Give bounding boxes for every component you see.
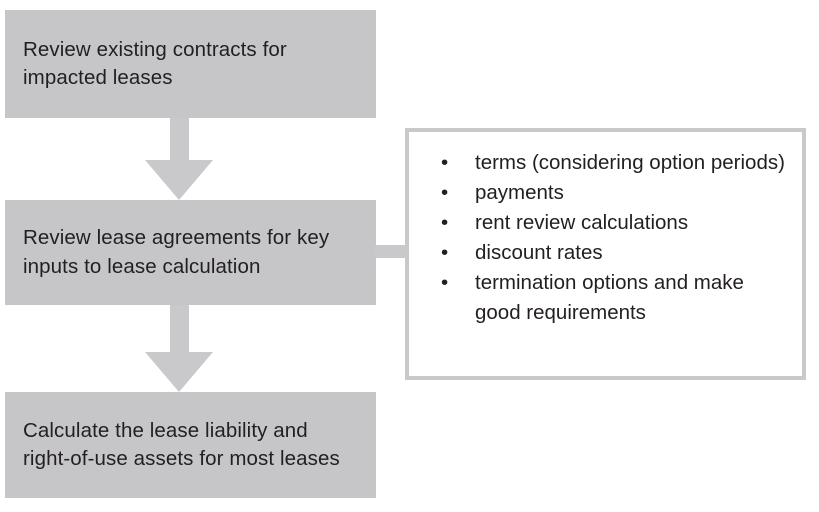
bullet-point-icon: •	[441, 151, 449, 174]
bullet-point-icon: •	[441, 211, 449, 235]
detail-bullet-item: • rent review calculations	[427, 208, 792, 237]
process-step-label-1: Review existing contracts for impacted l…	[23, 37, 287, 89]
process-step-label-3: Calculate the lease liability and right-…	[23, 418, 340, 470]
arrow-down-icon-1	[145, 118, 213, 200]
connector-line-horizontal	[374, 245, 407, 258]
detail-bullet-item: • discount rates	[427, 238, 792, 267]
arrow-down-icon-2	[145, 305, 213, 392]
detail-bullet-label: payments	[475, 181, 564, 205]
detail-bullet-item: • termination options and make good requi…	[427, 268, 792, 326]
detail-callout-box: • terms (considering option periods) • paym…	[405, 128, 806, 380]
detail-bullet-label: termination options and make good requir…	[475, 271, 744, 324]
detail-bullet-list: • terms (considering option periods) • paym…	[427, 148, 792, 327]
bullet-point-icon: •	[441, 181, 449, 205]
detail-bullet-label: terms (considering option periods)	[475, 151, 785, 174]
process-step-label-2: Review lease agreements for key inputs t…	[23, 226, 330, 278]
detail-bullet-item: • terms (considering option periods)	[427, 148, 792, 177]
detail-bullet-label: rent review calculations	[475, 211, 689, 235]
arrow-head	[145, 160, 213, 200]
arrow-shaft	[170, 305, 189, 352]
process-step-box-1: Review existing contracts for impacted l…	[5, 10, 376, 118]
bullet-point-icon: •	[441, 271, 449, 295]
process-step-box-2: Review lease agreements for key inputs t…	[5, 200, 376, 305]
bullet-point-icon: •	[441, 241, 449, 265]
detail-bullet-label: discount rates	[475, 241, 603, 265]
detail-bullet-item: • payments	[427, 178, 792, 207]
arrow-shaft	[170, 118, 189, 160]
process-step-box-3: Calculate the lease liability and right-…	[5, 392, 376, 498]
arrow-head	[145, 352, 213, 392]
